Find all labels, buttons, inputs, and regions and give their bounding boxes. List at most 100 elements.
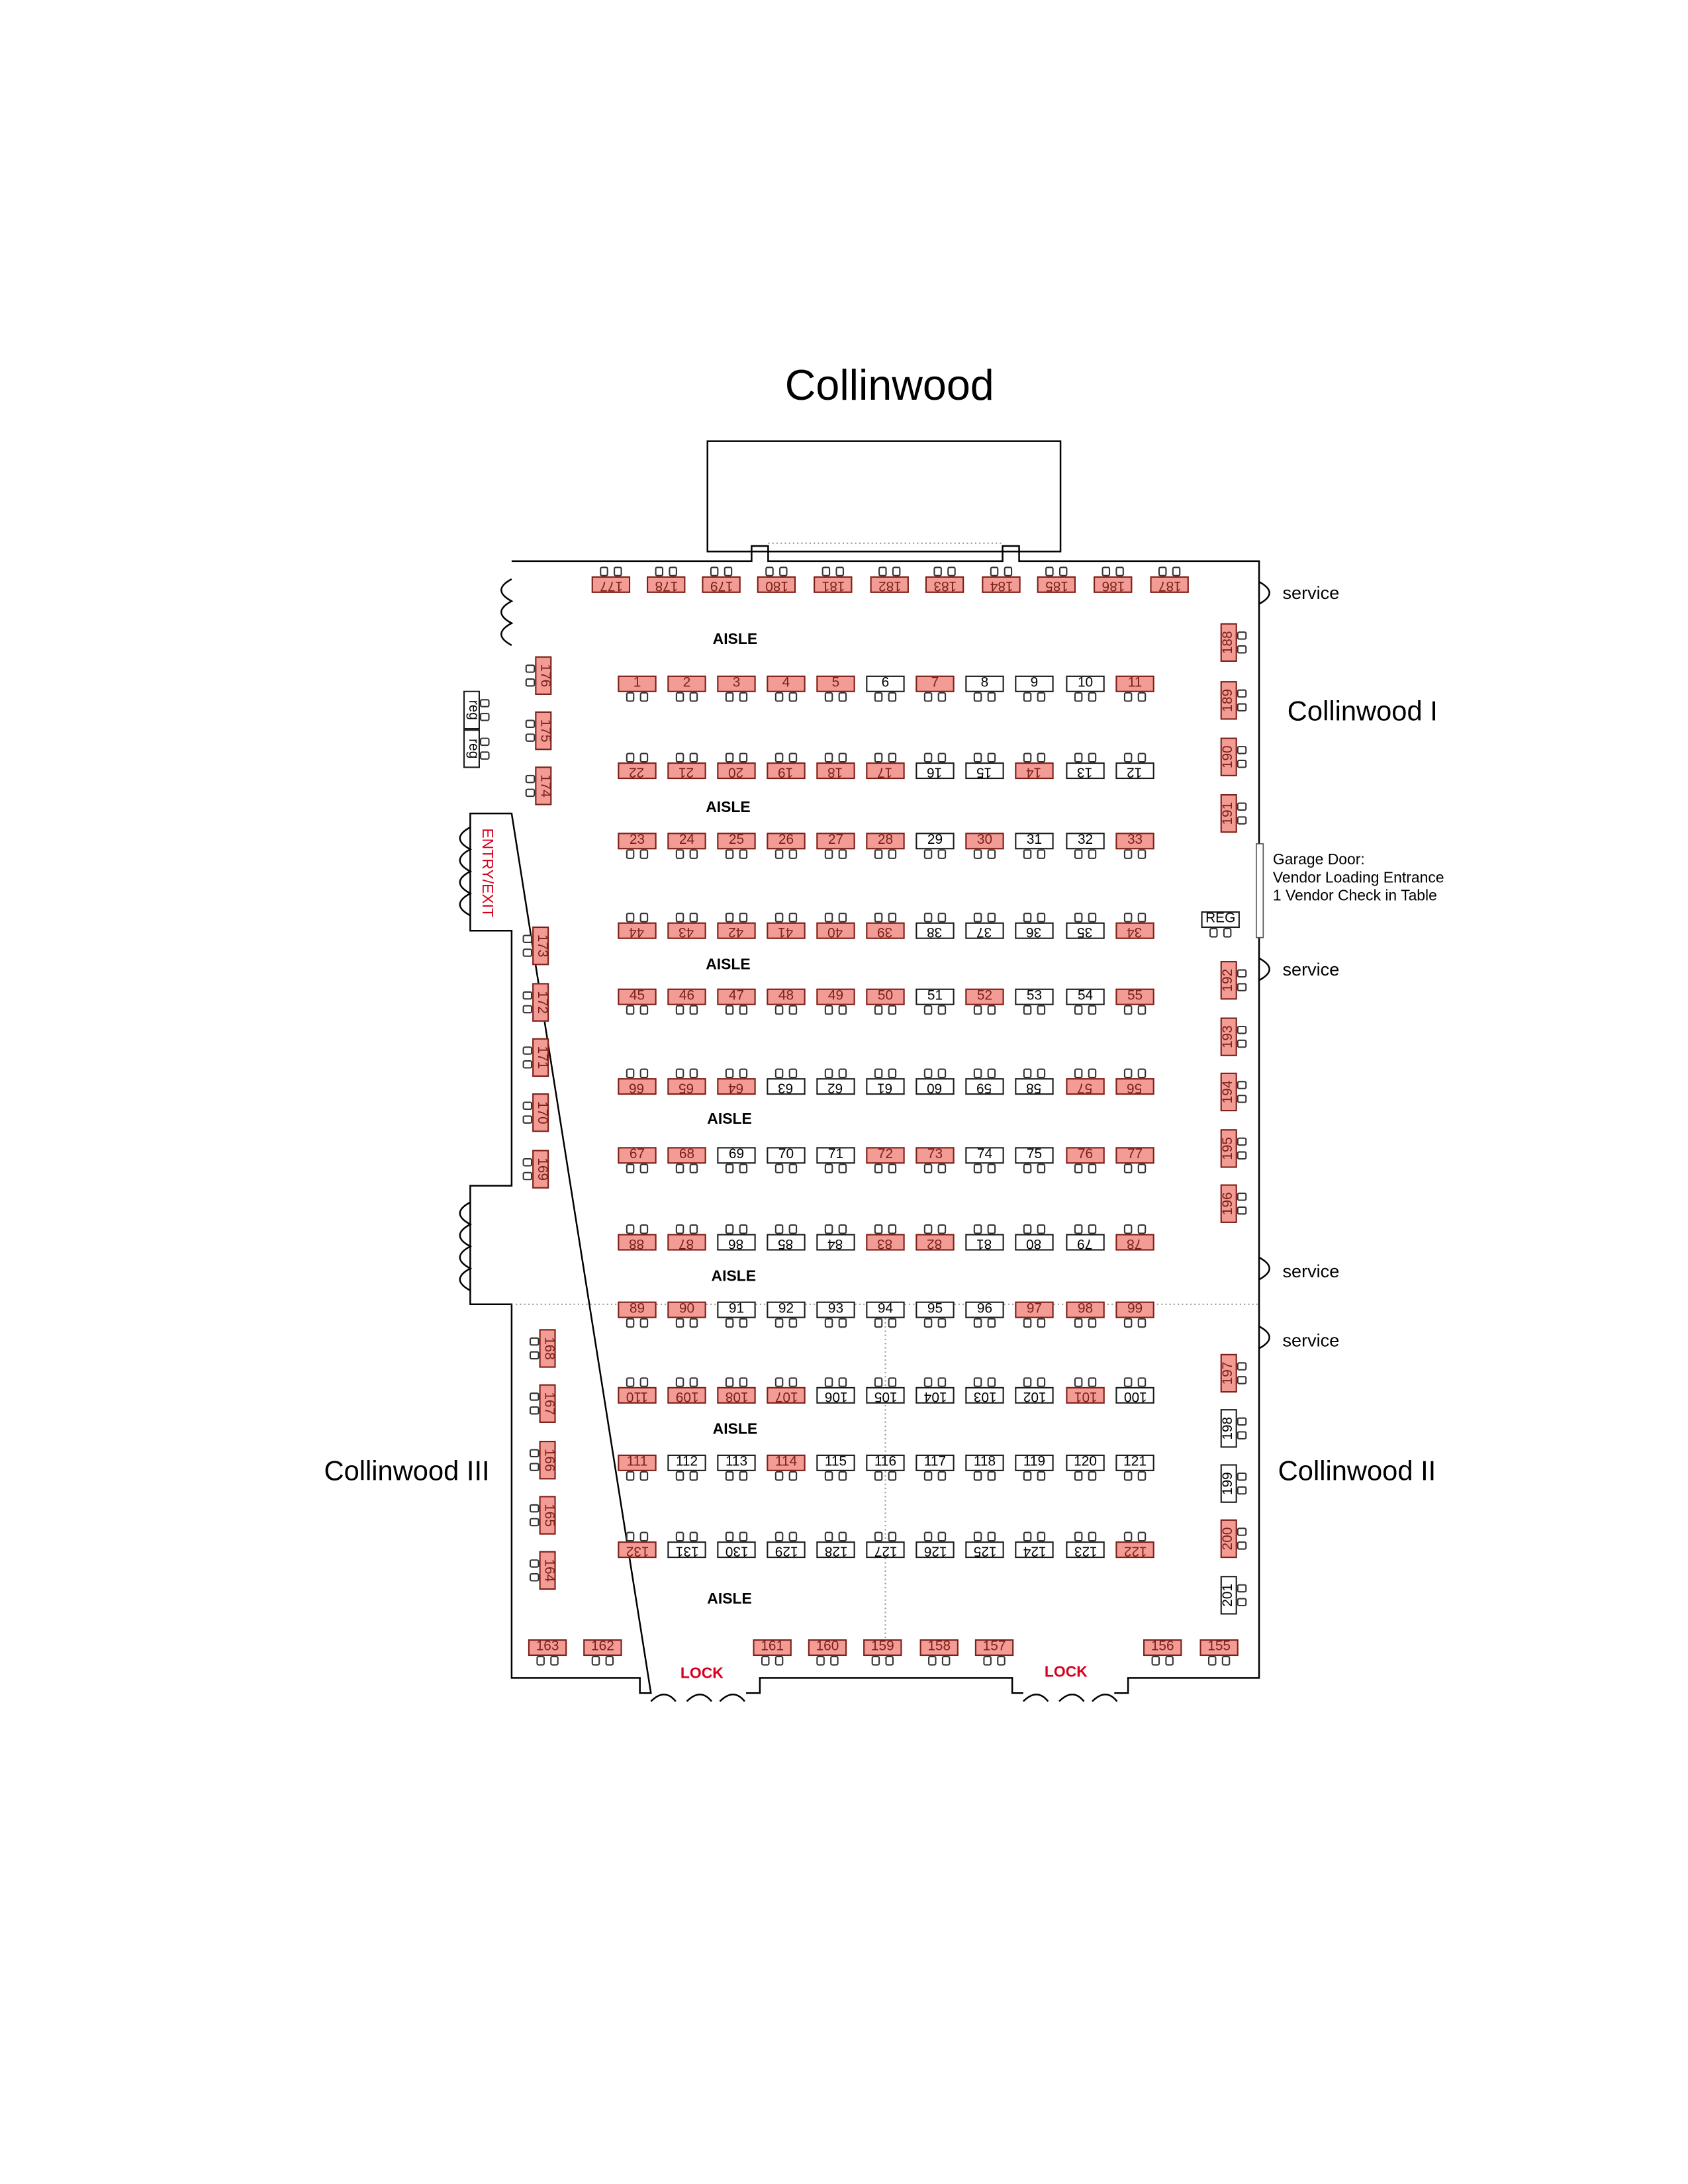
vendor-table[interactable]: 4 [767, 675, 806, 692]
vendor-table[interactable]: 161 [753, 1639, 792, 1657]
vendor-table[interactable]: 194 [1220, 1072, 1237, 1112]
vendor-table[interactable]: 82 [915, 1234, 955, 1251]
vendor-table[interactable]: 172 [532, 983, 549, 1022]
vendor-table[interactable]: 176 [535, 656, 552, 695]
vendor-table[interactable]: 28 [866, 833, 905, 850]
vendor-table[interactable]: 62 [816, 1078, 855, 1095]
vendor-table[interactable]: 35 [1066, 922, 1105, 939]
vendor-table[interactable]: 199 [1220, 1464, 1237, 1503]
vendor-table[interactable]: 60 [915, 1078, 955, 1095]
vendor-table[interactable]: 96 [965, 1301, 1004, 1318]
vendor-table[interactable]: 188 [1220, 623, 1237, 662]
vendor-table[interactable]: 167 [539, 1384, 556, 1423]
vendor-table[interactable]: 50 [866, 988, 905, 1005]
vendor-table[interactable]: 173 [532, 926, 549, 966]
vendor-table[interactable]: 83 [866, 1234, 905, 1251]
vendor-table[interactable]: 38 [915, 922, 955, 939]
vendor-table[interactable]: 129 [767, 1541, 806, 1559]
vendor-table[interactable]: 12 [1115, 762, 1154, 780]
vendor-table[interactable]: 17 [866, 762, 905, 780]
vendor-table[interactable]: 93 [816, 1301, 855, 1318]
vendor-table[interactable]: 192 [1220, 961, 1237, 1000]
vendor-table[interactable]: 81 [965, 1234, 1004, 1251]
vendor-table[interactable]: 112 [667, 1454, 706, 1471]
vendor-table[interactable]: 88 [618, 1234, 657, 1251]
vendor-table[interactable]: 5 [816, 675, 855, 692]
vendor-table[interactable]: 114 [767, 1454, 806, 1471]
vendor-table[interactable]: 89 [618, 1301, 657, 1318]
vendor-table[interactable]: 70 [767, 1147, 806, 1164]
vendor-table[interactable]: 201 [1220, 1576, 1237, 1615]
vendor-table[interactable]: 51 [915, 988, 955, 1005]
vendor-table[interactable]: 52 [965, 988, 1004, 1005]
vendor-table[interactable]: 198 [1220, 1409, 1237, 1448]
vendor-table[interactable]: 56 [1115, 1078, 1154, 1095]
vendor-table[interactable]: 95 [915, 1301, 955, 1318]
vendor-table[interactable]: 84 [816, 1234, 855, 1251]
vendor-table[interactable]: 73 [915, 1147, 955, 1164]
vendor-table[interactable]: 16 [915, 762, 955, 780]
vendor-table[interactable]: 132 [618, 1541, 657, 1559]
vendor-table[interactable]: 189 [1220, 681, 1237, 720]
vendor-table[interactable]: 187 [1150, 576, 1189, 593]
vendor-table[interactable]: 103 [965, 1387, 1004, 1404]
vendor-table[interactable]: 118 [965, 1454, 1004, 1471]
vendor-table[interactable]: 21 [667, 762, 706, 780]
vendor-table[interactable]: 107 [767, 1387, 806, 1404]
vendor-table[interactable]: 97 [1015, 1301, 1054, 1318]
vendor-table[interactable]: 59 [965, 1078, 1004, 1095]
vendor-table[interactable]: 99 [1115, 1301, 1154, 1318]
vendor-table[interactable]: 39 [866, 922, 905, 939]
vendor-table[interactable]: 121 [1115, 1454, 1154, 1471]
vendor-table[interactable]: 196 [1220, 1184, 1237, 1223]
vendor-table[interactable]: 13 [1066, 762, 1105, 780]
vendor-table[interactable]: 157 [974, 1639, 1014, 1657]
vendor-table[interactable]: 32 [1066, 833, 1105, 850]
vendor-table[interactable]: 77 [1115, 1147, 1154, 1164]
vendor-table[interactable]: 14 [1015, 762, 1054, 780]
vendor-table[interactable]: 44 [618, 922, 657, 939]
vendor-table[interactable]: 131 [667, 1541, 706, 1559]
vendor-table[interactable]: 94 [866, 1301, 905, 1318]
vendor-table[interactable]: 158 [919, 1639, 959, 1657]
vendor-table[interactable]: 159 [863, 1639, 902, 1657]
vendor-table[interactable]: 6 [866, 675, 905, 692]
vendor-table[interactable]: 102 [1015, 1387, 1054, 1404]
vendor-table[interactable]: 195 [1220, 1129, 1237, 1168]
vendor-table[interactable]: 65 [667, 1078, 706, 1095]
vendor-table[interactable]: 30 [965, 833, 1004, 850]
vendor-table[interactable]: 26 [767, 833, 806, 850]
vendor-table[interactable]: 128 [816, 1541, 855, 1559]
vendor-table[interactable]: 47 [717, 988, 756, 1005]
vendor-table[interactable]: 79 [1066, 1234, 1105, 1251]
vendor-table[interactable]: 67 [618, 1147, 657, 1164]
vendor-table[interactable]: 25 [717, 833, 756, 850]
vendor-table[interactable]: 169 [532, 1150, 549, 1189]
vendor-table[interactable]: 9 [1015, 675, 1054, 692]
vendor-table[interactable]: 58 [1015, 1078, 1054, 1095]
vendor-table[interactable]: 123 [1066, 1541, 1105, 1559]
vendor-table[interactable]: 179 [702, 576, 741, 593]
vendor-table[interactable]: 2 [667, 675, 706, 692]
vendor-table[interactable]: 34 [1115, 922, 1154, 939]
vendor-table[interactable]: 3 [717, 675, 756, 692]
vendor-table[interactable]: 181 [814, 576, 853, 593]
vendor-table[interactable]: 184 [982, 576, 1021, 593]
vendor-table[interactable]: 18 [816, 762, 855, 780]
vendor-table[interactable]: 101 [1066, 1387, 1105, 1404]
vendor-table[interactable]: 7 [915, 675, 955, 692]
vendor-table[interactable]: 80 [1015, 1234, 1054, 1251]
vendor-table[interactable]: 49 [816, 988, 855, 1005]
vendor-table[interactable]: 124 [1015, 1541, 1054, 1559]
vendor-table[interactable]: 27 [816, 833, 855, 850]
vendor-table[interactable]: 162 [583, 1639, 622, 1657]
registration-table[interactable]: REG [1201, 911, 1240, 929]
vendor-table[interactable]: 63 [767, 1078, 806, 1095]
vendor-table[interactable]: 78 [1115, 1234, 1154, 1251]
vendor-table[interactable]: 122 [1115, 1541, 1154, 1559]
vendor-table[interactable]: 53 [1015, 988, 1054, 1005]
registration-table[interactable]: reg [463, 729, 480, 768]
vendor-table[interactable]: 108 [717, 1387, 756, 1404]
vendor-table[interactable]: 200 [1220, 1519, 1237, 1559]
vendor-table[interactable]: 19 [767, 762, 806, 780]
